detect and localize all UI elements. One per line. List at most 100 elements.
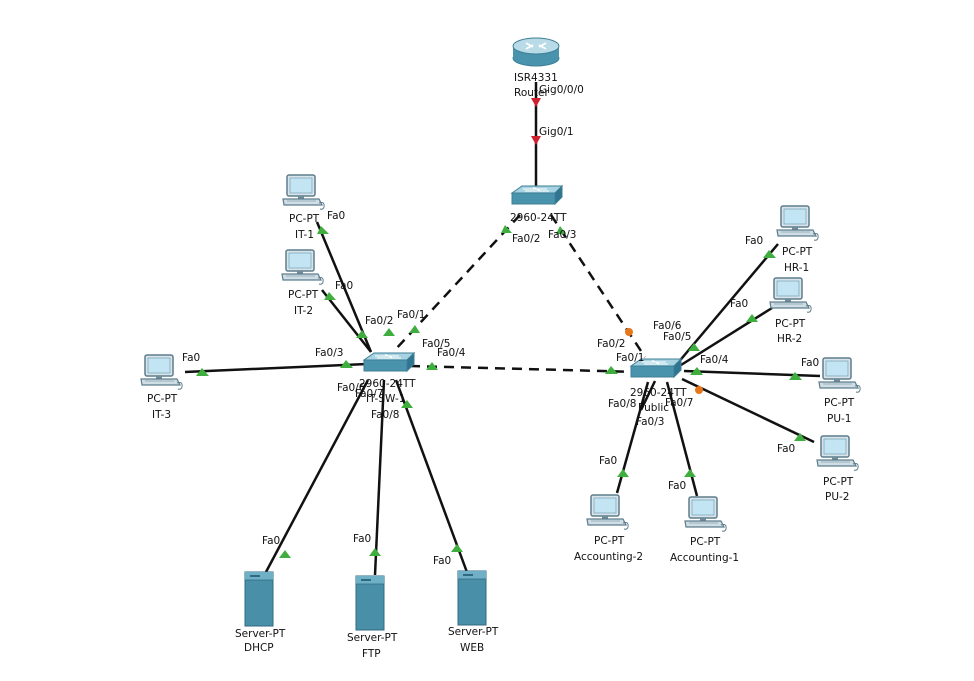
pc-pu-2[interactable]: PC-PT PU-2: [816, 435, 859, 503]
port-label: Fa0: [335, 280, 353, 292]
pc-type-label: PC-PT: [690, 536, 721, 548]
pc-accounting-2[interactable]: PC-PT Accounting-2: [574, 494, 643, 563]
port-label: Fa0/3: [636, 416, 664, 428]
port-up-indicator: [501, 225, 512, 233]
pc-name-label: HR-1: [784, 262, 809, 274]
port-up-indicator: [451, 544, 463, 552]
link-it2[interactable]: [321, 289, 372, 353]
link-pu2[interactable]: [681, 377, 815, 444]
link-it3[interactable]: [184, 362, 368, 374]
right-switch-model-label: 2960-24TT: [630, 387, 687, 399]
pc-name-label: Accounting-1: [670, 552, 739, 564]
link-pu1[interactable]: [683, 369, 821, 378]
pc-type-label: PC-PT: [594, 535, 625, 547]
port-up-indicator: [690, 367, 703, 375]
server-type-label: Server-PT: [448, 626, 499, 638]
pc-type-label: PC-PT: [775, 318, 806, 330]
pc-hr-2[interactable]: PC-PT HR-2: [769, 277, 812, 345]
pc-name-label: IT-1: [295, 229, 314, 241]
port-labels-layer: Gig0/0/0 Gig0/1 Fa0/2 Fa0/3 Fa0 Fa0 Fa0/…: [182, 84, 819, 567]
server-name-label: WEB: [460, 642, 484, 654]
port-up-indicator: [789, 372, 802, 380]
left-switch-model-label: 2960-24TT: [359, 378, 416, 390]
link-web[interactable]: [394, 379, 470, 576]
port-up-indicator: [605, 366, 618, 374]
port-label: Fa0/3: [315, 347, 343, 359]
port-label: Fa0: [599, 455, 617, 467]
port-label: Fa0/7: [355, 388, 383, 400]
link-hr2[interactable]: [680, 306, 773, 367]
port-label: Fa0: [353, 533, 371, 545]
right-switch-name-label: Public: [638, 402, 669, 414]
port-label: Fa0: [801, 357, 819, 369]
port-label: Fa0/6: [653, 320, 682, 332]
port-up-indicator: [401, 400, 413, 408]
port-label: Fa0: [745, 235, 763, 247]
port-label: Fa0/6: [337, 382, 366, 394]
right-switch-device[interactable]: 2960-24TT Public: [630, 358, 687, 414]
link-dhcp[interactable]: [264, 379, 370, 573]
server-name-label: DHCP: [244, 642, 274, 654]
left-switch-device[interactable]: 2960-24TT IT-SW-1: [359, 352, 416, 405]
pc-type-label: PC-PT: [147, 393, 178, 405]
pc-it-3[interactable]: PC-PT IT-3: [140, 354, 183, 421]
server-icon: [457, 570, 487, 626]
port-label: Fa0/2: [365, 315, 393, 327]
left-switch-name-label: IT-SW-1: [366, 393, 405, 405]
port-label: Gig0/1: [539, 126, 574, 138]
router-icon: [512, 37, 560, 67]
port-up-indicator: [426, 362, 438, 370]
port-label: Fa0/1: [616, 352, 644, 364]
pc-icon: [776, 205, 819, 241]
port-label: Fa0/4: [700, 354, 729, 366]
port-label: Fa0/3: [548, 229, 576, 241]
port-label: Fa0: [668, 480, 686, 492]
port-label: Fa0: [433, 555, 451, 567]
server-icon: [244, 571, 274, 627]
port-up-indicator: [369, 548, 381, 556]
port-up-indicator: [279, 550, 291, 558]
server-name-label: FTP: [362, 648, 381, 660]
port-up-indicator: [688, 343, 700, 351]
port-indicators-layer: [196, 98, 806, 558]
core-switch-device[interactable]: 2960-24TT: [510, 185, 567, 224]
link-ftp[interactable]: [373, 379, 386, 576]
port-up-indicator: [317, 226, 329, 234]
pc-it-1[interactable]: PC-PT IT-1: [282, 174, 325, 241]
core-switch-model-label: 2960-24TT: [510, 212, 567, 224]
port-up-indicator: [324, 292, 336, 300]
pc-hr-1[interactable]: PC-PT HR-1: [776, 205, 819, 274]
pc-icon: [140, 354, 183, 390]
server-web[interactable]: Server-PT WEB: [448, 570, 499, 654]
pc-icon: [769, 277, 812, 313]
port-label: Fa0/5: [422, 338, 450, 350]
switch-icon: [363, 352, 415, 372]
server-ftp[interactable]: Server-PT FTP: [347, 575, 398, 660]
port-red-indicator: [531, 136, 541, 145]
pc-pu-1[interactable]: PC-PT PU-1: [818, 357, 861, 425]
router-device[interactable]: ISR4331 Router: [512, 37, 560, 99]
server-dhcp[interactable]: Server-PT DHCP: [235, 571, 286, 654]
port-up-indicator: [409, 325, 420, 333]
pc-accounting-1[interactable]: PC-PT Accounting-1: [670, 496, 739, 564]
server-icon: [355, 575, 385, 631]
router-name-label: Router: [514, 87, 549, 99]
pc-icon: [282, 174, 325, 210]
pc-it-2[interactable]: PC-PT IT-2: [281, 249, 324, 317]
pc-icon: [586, 494, 629, 530]
port-label: Fa0/5: [663, 331, 691, 343]
port-up-indicator: [356, 330, 368, 338]
link-right-fa08[interactable]: [639, 380, 657, 411]
link-left-right[interactable]: [409, 364, 641, 374]
pc-icon: [684, 496, 727, 532]
pc-name-label: HR-2: [777, 333, 802, 345]
pc-name-label: PU-2: [825, 491, 850, 503]
pc-type-label: PC-PT: [288, 289, 319, 301]
pc-icon: [816, 435, 859, 471]
pc-type-label: PC-PT: [782, 246, 813, 258]
pc-type-label: PC-PT: [824, 397, 855, 409]
port-label: Fa0: [777, 443, 795, 455]
links-layer: [184, 82, 821, 576]
pc-icon: [818, 357, 861, 393]
server-type-label: Server-PT: [347, 632, 398, 644]
